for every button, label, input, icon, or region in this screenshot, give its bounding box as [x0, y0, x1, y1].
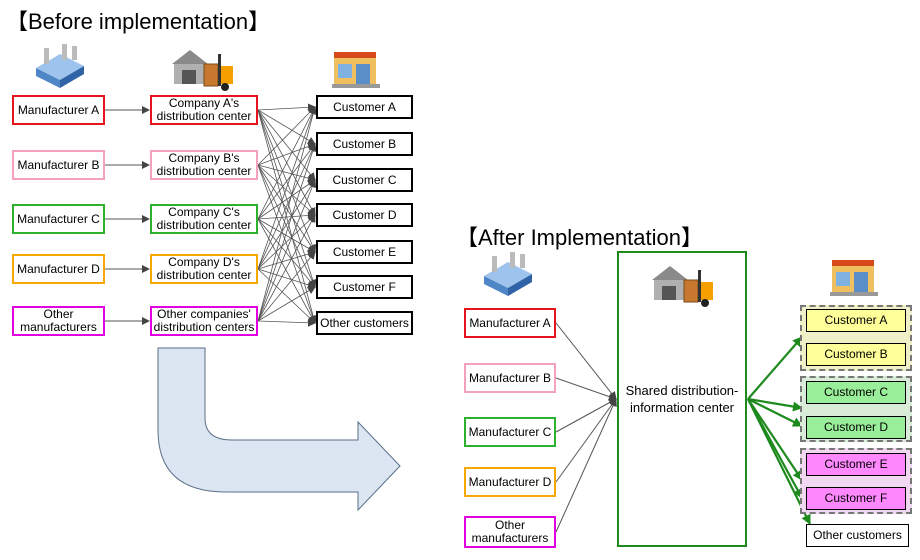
manufacturer-to-shared-center-arrow: [555, 398, 617, 483]
center-to-customer-arrow: [257, 164, 316, 216]
center-to-customer-arrow: [257, 214, 316, 270]
warehouse-forklift-icon: [652, 266, 713, 307]
center-to-customer-arrow: [257, 106, 318, 322]
center-to-customer-arrow: [257, 143, 316, 220]
shared-center-to-customer-arrow: [747, 398, 803, 427]
center-to-customer-arrow: [257, 218, 316, 324]
center-to-customer-arrow: [257, 268, 316, 289]
center-to-customer-arrow: [257, 142, 316, 166]
center-to-customer-arrow: [257, 164, 316, 253]
center-to-customer-arrow: [257, 214, 316, 322]
after-customer-box: Customer B: [806, 343, 906, 366]
center-to-customer-arrow: [257, 179, 317, 322]
after-customer-box: Customer D: [806, 416, 906, 439]
center-to-customer-arrow: [257, 268, 316, 324]
shared-center-to-customer-arrow: [747, 397, 803, 412]
center-to-customer-arrow: [257, 109, 317, 288]
center-to-customer-arrow: [257, 109, 316, 181]
center-to-customer-arrow: [257, 109, 318, 324]
manufacturer-to-shared-center-arrow: [555, 398, 617, 433]
center-to-customer-arrow: [257, 179, 316, 270]
center-to-customer-arrow: [257, 164, 316, 288]
center-to-customer-arrow: [257, 143, 317, 322]
center-to-customer-arrow: [257, 218, 316, 253]
center-to-customer-arrow: [257, 143, 316, 270]
warehouse-forklift-icon: [172, 50, 233, 91]
center-to-customer-arrow: [257, 103, 316, 112]
center-to-customer-arrow: [257, 250, 316, 270]
before-customer-box: Customer C: [316, 168, 413, 192]
center-to-customer-arrow: [257, 251, 316, 322]
after-manufacturer-box: Other manufacturers: [464, 516, 556, 548]
center-to-customer-arrow: [257, 106, 316, 166]
before-manufacturer-box: Manufacturer B: [12, 150, 105, 180]
before-customer-box: Other customers: [316, 311, 413, 335]
factory-icon: [484, 252, 532, 296]
before-distribution-center-box: Other companies' distribution centers: [150, 306, 258, 336]
after-manufacturer-box: Manufacturer C: [464, 417, 556, 447]
after-manufacturer-box: Manufacturer D: [464, 467, 556, 497]
before-manufacturer-box: Manufacturer D: [12, 254, 105, 284]
after-other-customers-box: Other customers: [806, 524, 909, 547]
center-to-customer-arrow: [257, 218, 316, 288]
center-to-customer-arrow: [257, 106, 317, 270]
before-manufacturer-box: Manufacturer A: [12, 95, 105, 125]
center-to-customer-arrow: [257, 318, 316, 327]
before-customer-box: Customer D: [316, 203, 413, 227]
shared-center-to-customer-arrow: [747, 398, 803, 481]
center-to-customer-arrow: [257, 179, 316, 220]
store-icon: [332, 52, 380, 88]
after-customer-box: Customer C: [806, 381, 906, 404]
before-distribution-center-box: Company C's distribution center: [150, 204, 258, 234]
after-manufacturer-box: Manufacturer B: [464, 363, 556, 393]
manufacturer-to-shared-center-arrow: [555, 398, 617, 533]
after-customer-box: Customer E: [806, 453, 906, 476]
manufacturer-to-shared-center-arrow: [555, 322, 617, 400]
before-distribution-center-box: Company A's distribution center: [150, 95, 258, 125]
before-distribution-center-box: Company B's distribution center: [150, 150, 258, 180]
before-customer-box: Customer B: [316, 132, 413, 156]
center-to-customer-arrow: [257, 164, 317, 324]
shared-center-to-customer-arrow: [747, 398, 811, 525]
before-manufacturer-box: Other manufacturers: [12, 306, 105, 336]
center-to-customer-arrow: [257, 286, 316, 322]
center-to-customer-arrow: [257, 211, 316, 220]
before-distribution-center-box: Company D's distribution center: [150, 254, 258, 284]
before-customer-box: Customer A: [316, 95, 413, 119]
shared-center-to-customer-arrow: [747, 336, 803, 400]
before-title: 【Before implementation】: [6, 9, 271, 34]
transition-arrow: [157, 347, 401, 512]
before-manufacturer-box: Manufacturer C: [12, 204, 105, 234]
before-customer-box: Customer F: [316, 275, 413, 299]
center-to-customer-arrow: [257, 106, 316, 220]
after-customer-box: Customer F: [806, 487, 906, 510]
shared-distribution-center-box: Shared distribution- information center: [617, 251, 747, 547]
center-to-customer-arrow: [257, 109, 316, 145]
after-customer-box: Customer A: [806, 309, 906, 332]
before-customer-box: Customer E: [316, 240, 413, 264]
store-icon: [830, 260, 878, 296]
center-to-customer-arrow: [257, 164, 316, 183]
manufacturer-to-shared-center-arrow: [555, 377, 617, 401]
factory-icon: [36, 44, 84, 88]
after-title: 【After Implementation】: [456, 225, 703, 250]
after-manufacturer-box: Manufacturer A: [464, 308, 556, 338]
